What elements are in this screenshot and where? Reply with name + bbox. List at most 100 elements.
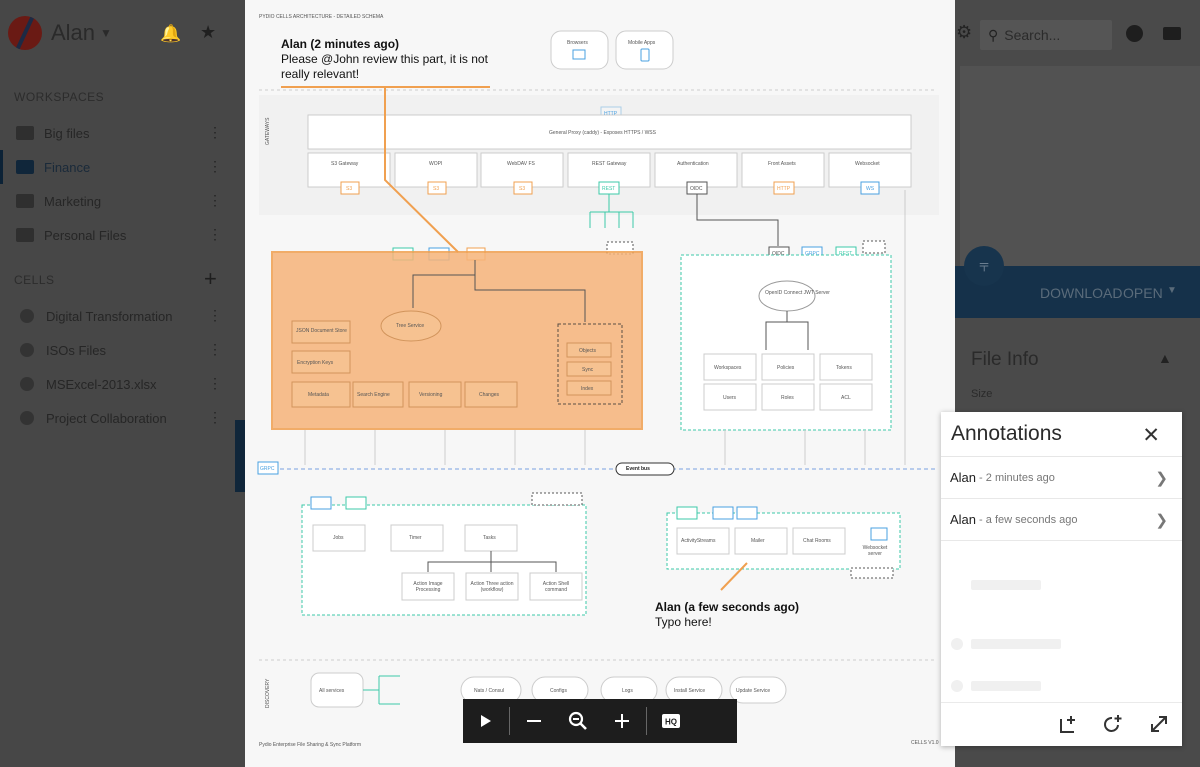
chevron-down-icon[interactable]: ▼ [100,26,112,40]
add-cell-button[interactable]: + [204,266,217,291]
chevron-down-icon[interactable]: ▼ [1167,285,1177,296]
more-icon[interactable]: ⋮ [208,158,222,174]
more-icon[interactable]: ⋮ [208,226,222,242]
close-icon[interactable]: ✕ [1142,424,1160,447]
activity-label: Chat Rooms [803,538,831,544]
more-icon[interactable]: ⋮ [208,375,222,391]
sidebar-item-label: Personal Files [44,227,127,243]
more-icon[interactable]: ⋮ [208,192,222,208]
annotation-list-item[interactable]: Alan - a few seconds ago ❯ [941,499,1182,541]
hq-icon: HQ [662,714,680,728]
image-annotation-2[interactable]: Alan (a few seconds ago) Typo here! [655,600,855,630]
hq-button[interactable]: HQ [649,699,693,743]
jobs-label: Timer [409,535,422,541]
gateways-label: GATEWAYS [265,117,271,145]
rotate-add-icon [1104,715,1122,732]
sidebar: Alan ▼ 🔔 ★ WORKSPACES Big files ⋮ Financ… [0,0,245,767]
expand-icon [1151,716,1167,732]
sidebar-item-label: ISOs Files [46,342,106,358]
sidebar-item-personal-files[interactable]: Personal Files [0,218,235,252]
chevron-up-icon[interactable]: ▲ [1158,350,1172,366]
image-annotation-1[interactable]: Alan (2 minutes ago) Please @John review… [281,37,511,82]
zoom-in-button[interactable] [600,699,644,743]
id-card-icon[interactable] [1163,27,1181,40]
star-icon[interactable]: ★ [200,22,217,42]
annotation-author: Alan [281,37,308,51]
discovery-item: All services [319,688,345,694]
more-icon[interactable]: ⋮ [208,307,222,323]
discovery-pills [460,676,787,704]
sidebar-item-msexcel[interactable]: MSExcel-2013.xlsx [0,367,235,401]
play-button[interactable] [463,699,507,743]
http-tag: HTTP [604,111,618,117]
image-viewer: PYDIO CELLS ARCHITECTURE - DETAILED SCHE… [245,0,955,767]
gear-icon[interactable]: ⚙ [956,22,973,42]
sidebar-item-big-files[interactable]: Big files [0,116,235,150]
viewer-toolbar: HQ [463,699,737,743]
gateway-label: WOPI [429,161,443,167]
left-box-label: Search Engine [357,392,390,398]
folder-icon [16,126,34,140]
left-box-label: Changes [479,392,500,398]
sidebar-item-isos-files[interactable]: ISOs Files [0,333,235,367]
datasource-label: Objects [579,348,596,354]
bell-icon[interactable]: 🔔 [160,24,182,43]
expand-button[interactable] [1148,713,1170,735]
action-label: Action Shell command [542,581,570,593]
discovery-item: Nats / Consul [474,688,505,694]
discovery-item: Configs [550,688,567,694]
sidebar-item-marketing[interactable]: Marketing [0,184,235,218]
gateway-tag: REST [602,186,616,192]
user-name: Alan [51,20,96,45]
action-label: Action Image Processing [413,581,443,593]
avatar[interactable] [8,16,42,50]
search-input[interactable]: ⚲ Search... [980,20,1112,50]
right-grid-label: Users [723,395,737,401]
zoom-out-magnifier-icon [568,711,587,730]
gateway-tag: WS [866,186,875,192]
sidebar-item-project-collaboration[interactable]: Project Collaboration [0,401,235,435]
more-icon[interactable]: ⋮ [208,341,222,357]
annotation-list-item[interactable]: Alan - 2 minutes ago ❯ [941,457,1182,499]
annotation-author: Alan [950,512,977,527]
folder-icon [16,194,34,208]
add-comment-button[interactable] [1102,713,1124,735]
sidebar-item-label: Project Collaboration [46,410,167,426]
annotation-time: - 2 minutes ago [979,471,1055,484]
jobs-boxes [312,524,583,601]
add-box-icon [1060,715,1078,733]
annotation-time-value: a few seconds ago [985,513,1078,526]
discovery-item: Update Service [736,688,771,694]
sidebar-item-label: MSExcel-2013.xlsx [46,376,157,392]
download-button[interactable]: DOWNLOAD [1040,285,1123,301]
share-button[interactable]: ⫧ [964,246,1004,286]
folder-icon [16,160,34,174]
cells-title-label: CELLS [14,273,55,287]
folder-icon [16,228,34,242]
zoom-reset-button[interactable] [556,699,600,743]
gateway-label: Authentication [677,161,709,167]
sidebar-item-finance[interactable]: Finance [0,150,235,184]
more-icon[interactable]: ⋮ [208,124,222,140]
gateway-tag: S3 [433,186,440,192]
open-button[interactable]: OPEN [1123,285,1163,301]
user-menu[interactable]: Alan ▼ [0,0,245,66]
workspaces-title: WORKSPACES [14,90,104,104]
proxy-label: General Proxy (caddy) - Exposes HTTPS / … [549,130,656,136]
sidebar-item-digital-transformation[interactable]: Digital Transformation [0,299,235,333]
annotations-panel: Annotations ✕ Alan - 2 minutes ago ❯ Ala… [941,412,1182,746]
more-icon[interactable]: ⋮ [208,409,222,425]
add-annotation-button[interactable] [1058,713,1080,735]
annotation-time-value: 2 minutes ago [985,471,1055,484]
zoom-out-button[interactable] [512,699,556,743]
annotations-title: Annotations [951,422,1062,445]
active-marker [0,150,3,184]
info-icon[interactable] [1126,25,1143,42]
faded-background-content [941,542,1182,702]
sidebar-item-label: Digital Transformation [46,308,173,324]
oidc-tag: OIDC [772,251,785,257]
gateway-label: REST Gateway [592,161,627,167]
activity-label: Websocket server [862,545,888,557]
annotation-time: (2 minutes ago) [310,37,400,51]
svg-text:HQ: HQ [665,718,677,727]
